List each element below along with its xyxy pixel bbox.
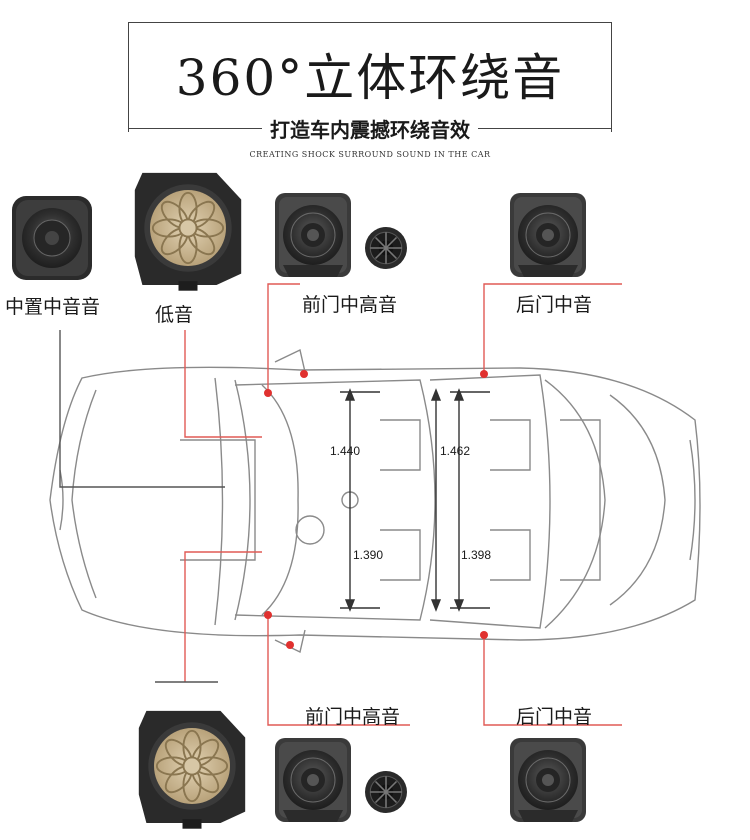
label-front-door-top: 前门中高音: [302, 294, 398, 316]
center-speaker-icon: [12, 196, 92, 280]
dimension-arrows: [340, 388, 490, 612]
dimension-rear-lower: 1.398: [461, 548, 491, 562]
subtitle-rule-left: [128, 127, 262, 130]
bass-subwoofer-icon: [133, 171, 243, 292]
label-rear-door-top: 后门中音: [516, 294, 593, 316]
leader-lines: [59, 283, 622, 726]
front-door-speaker-icon-top: [274, 192, 352, 278]
rear-door-speaker-icon-bottom: [509, 737, 587, 823]
front-door-speaker-icon-bottom: [274, 737, 352, 823]
subtitle-rule-right: [478, 127, 612, 130]
page-subtitle: 打造车内震撼环绕音效: [270, 118, 470, 142]
dimension-front-lower: 1.390: [353, 548, 383, 562]
label-front-door-bottom: 前门中高音: [305, 706, 401, 728]
front-door-tweeter-icon-top: [364, 226, 408, 270]
car-outline-icon: [49, 348, 701, 654]
label-rear-door-bottom: 后门中音: [516, 706, 593, 728]
label-center-mid: 中置中音音: [5, 296, 101, 318]
bass-subwoofer-icon-bottom: [137, 709, 247, 830]
title-frame: [128, 22, 612, 132]
english-caption: CREATING SHOCK SURROUND SOUND IN THE CAR: [249, 150, 491, 159]
speaker-position-markers: [264, 370, 488, 649]
rear-door-speaker-icon-top: [509, 192, 587, 278]
dimension-rear-upper: 1.462: [440, 444, 470, 458]
dimension-front-upper: 1.440: [330, 444, 360, 458]
subtitle-row: 打造车内震撼环绕音效: [128, 114, 612, 143]
front-door-tweeter-icon-bottom: [364, 770, 408, 814]
label-bass: 低音: [155, 304, 194, 326]
page-title: 360°立体环绕音: [175, 49, 565, 107]
